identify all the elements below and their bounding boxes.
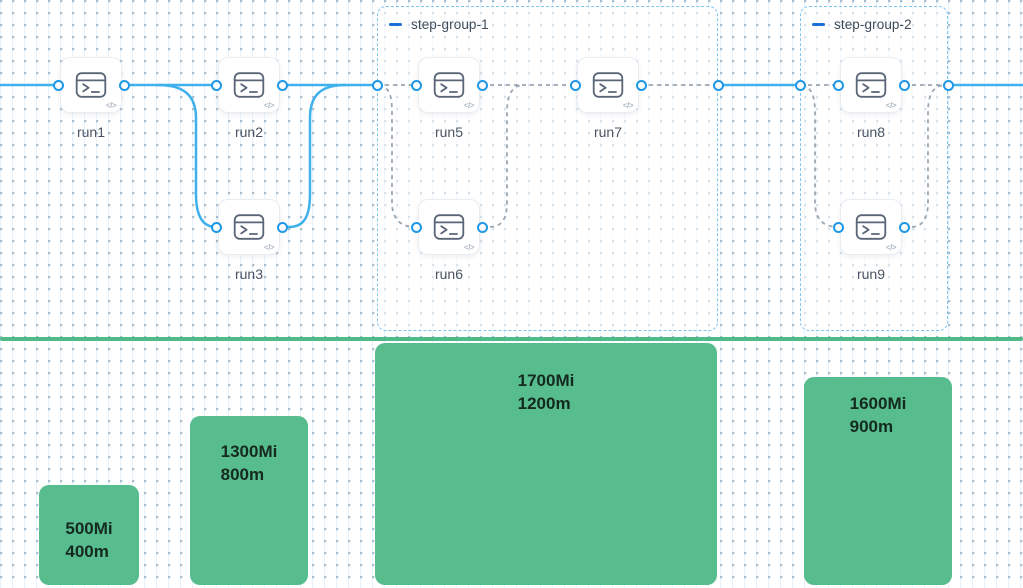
resource-bar-3: 1700Mi 1200m: [375, 343, 717, 585]
node-label: run2: [234, 124, 264, 140]
edge-run9-merge: [904, 84, 947, 228]
group-right-port[interactable]: [712, 79, 724, 91]
node-label: run8: [856, 124, 886, 140]
cpu-value: 800m: [220, 465, 265, 484]
node-run9[interactable]: </>: [840, 199, 902, 255]
edge-run1-run3-branch: [157, 83, 217, 229]
group-label: step-group-2: [834, 17, 912, 32]
terminal-icon: [233, 72, 265, 98]
edge-group1in-run6: [378, 84, 417, 228]
node-label: run7: [593, 124, 623, 140]
terminal-icon: [433, 214, 465, 240]
resource-bar-label: 1300Mi 800m: [221, 440, 278, 486]
node-run6-out-port[interactable]: [476, 221, 488, 233]
code-badge-icon: </>: [263, 243, 275, 252]
code-badge-icon: </>: [622, 101, 634, 110]
node-label: run5: [434, 124, 464, 140]
resource-bar-label: 1700Mi 1200m: [518, 369, 575, 415]
code-badge-icon: </>: [885, 101, 897, 110]
node-run1[interactable]: </>: [60, 57, 122, 113]
node-run8-in-port[interactable]: [832, 79, 844, 91]
edge-group2in-run9: [801, 84, 839, 228]
node-run8[interactable]: </>: [840, 57, 902, 113]
cpu-value: 900m: [849, 417, 894, 436]
node-run7-in-port[interactable]: [569, 79, 581, 91]
code-badge-icon: </>: [105, 101, 117, 110]
node-run5[interactable]: </>: [418, 57, 480, 113]
group-right-port[interactable]: [942, 79, 954, 91]
terminal-icon: [75, 72, 107, 98]
node-run9-in-port[interactable]: [832, 221, 844, 233]
terminal-icon: [233, 214, 265, 240]
section-divider: [0, 337, 1023, 341]
node-run2-out-port[interactable]: [276, 79, 288, 91]
memory-value: 1600Mi: [849, 394, 907, 413]
node-run5-out-port[interactable]: [476, 79, 488, 91]
code-badge-icon: </>: [885, 243, 897, 252]
memory-value: 1700Mi: [517, 371, 575, 390]
node-run7-out-port[interactable]: [635, 79, 647, 91]
resource-bar-label: 500Mi 400m: [65, 517, 112, 563]
collapse-group-icon[interactable]: [812, 23, 825, 26]
node-run6[interactable]: </>: [418, 199, 480, 255]
group-left-port[interactable]: [371, 79, 383, 91]
cpu-value: 1200m: [517, 394, 571, 413]
terminal-icon: [855, 72, 887, 98]
edges-layer: [0, 83, 1023, 229]
node-run1-in-port[interactable]: [52, 79, 64, 91]
code-badge-icon: </>: [263, 101, 275, 110]
collapse-group-icon[interactable]: [389, 23, 402, 26]
node-run7[interactable]: </>: [577, 57, 639, 113]
group-left-port[interactable]: [794, 79, 806, 91]
group-title: step-group-1: [389, 17, 489, 32]
terminal-icon: [592, 72, 624, 98]
edge-run6-merge: [482, 84, 525, 228]
memory-value: 500Mi: [65, 519, 113, 538]
node-run3[interactable]: </>: [218, 199, 280, 255]
resource-bar-4: 1600Mi 900m: [804, 377, 952, 585]
group-label: step-group-1: [411, 17, 489, 32]
node-run5-in-port[interactable]: [410, 79, 422, 91]
code-badge-icon: </>: [463, 101, 475, 110]
resource-bar-1: 500Mi 400m: [39, 485, 139, 585]
node-run2-in-port[interactable]: [210, 79, 222, 91]
node-label: run3: [234, 266, 264, 282]
memory-value: 1300Mi: [220, 442, 278, 461]
code-badge-icon: </>: [463, 243, 475, 252]
cpu-value: 400m: [65, 542, 109, 561]
node-run8-out-port[interactable]: [898, 79, 910, 91]
node-run3-out-port[interactable]: [276, 221, 288, 233]
terminal-icon: [433, 72, 465, 98]
node-run3-in-port[interactable]: [210, 221, 222, 233]
node-label: run6: [434, 266, 464, 282]
edge-run3-merge: [282, 83, 347, 229]
node-run6-in-port[interactable]: [410, 221, 422, 233]
node-label: run1: [76, 124, 106, 140]
resource-bar-2: 1300Mi 800m: [190, 416, 308, 585]
node-run1-out-port[interactable]: [118, 79, 130, 91]
node-run2[interactable]: </>: [218, 57, 280, 113]
group-title: step-group-2: [812, 17, 912, 32]
node-label: run9: [856, 266, 886, 282]
resource-bar-label: 1600Mi 900m: [850, 392, 907, 438]
node-run9-out-port[interactable]: [898, 221, 910, 233]
terminal-icon: [855, 214, 887, 240]
